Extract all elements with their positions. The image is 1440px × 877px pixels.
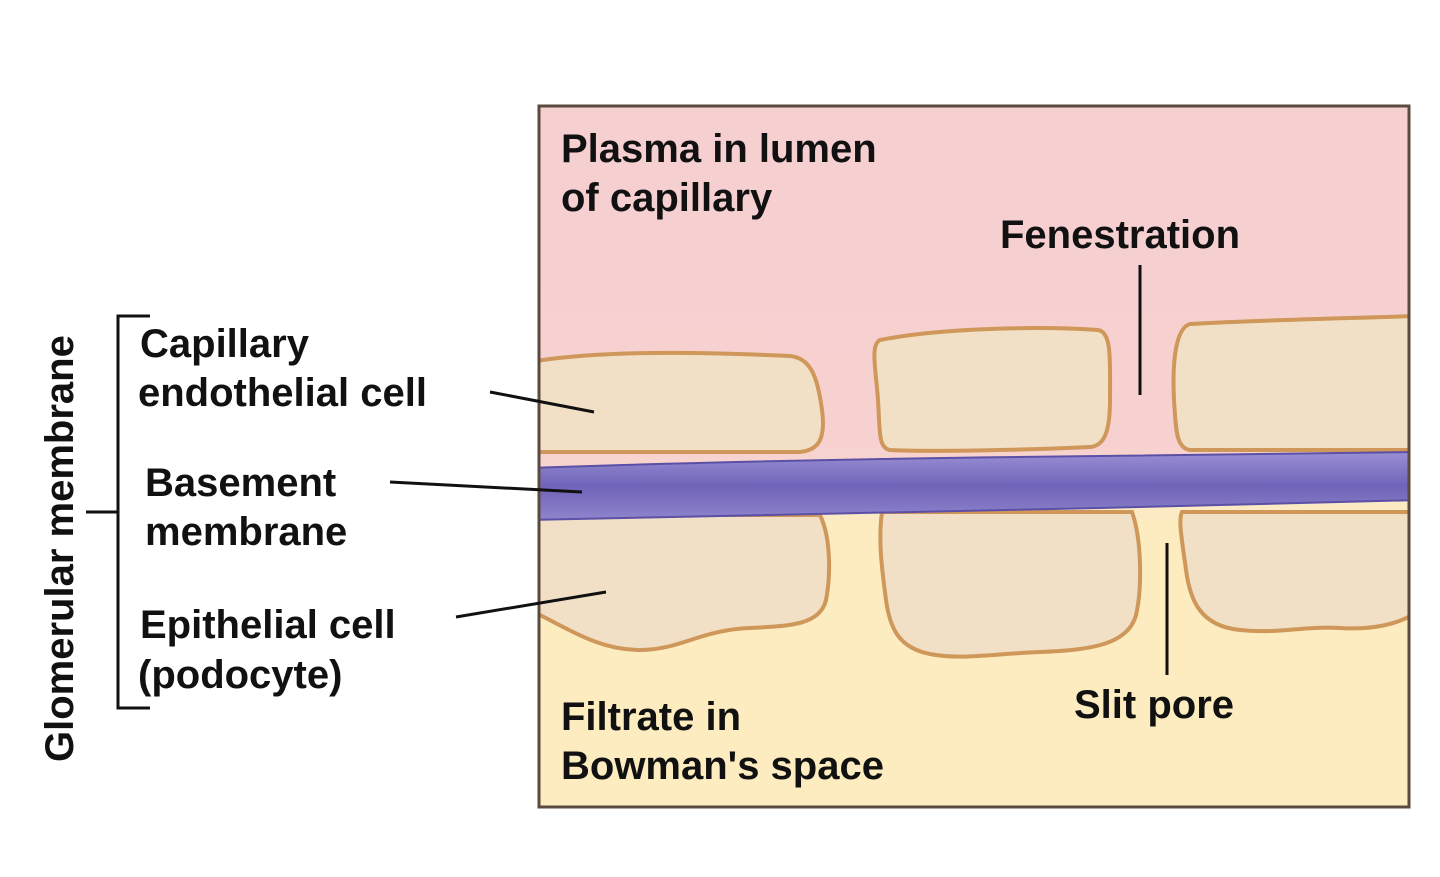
fenestration-label: Fenestration [1000,213,1240,257]
capillary-leader-line [489,390,595,414]
glomerular-membrane-label: Glomerular membrane [38,335,82,762]
basement-label-line2: membrane [145,510,347,554]
endothelial-cell-middle [872,326,1113,453]
plasma-label-line1: Plasma in lumen [561,127,877,171]
basement-membrane-band [539,451,1409,521]
epithelial-label-line1: Epithelial cell [140,603,396,647]
endothelial-cell-right [1171,314,1409,452]
panel-frame [537,104,1411,809]
plasma-label-line2: of capillary [561,176,773,220]
slit-pore-label: Slit pore [1074,683,1234,727]
podocyte-cell-middle [878,510,1143,659]
epithelial-label-line2: (podocyte) [138,653,342,697]
filtrate-label-line1: Filtrate in [561,695,741,739]
capillary-label-line2: endothelial cell [138,371,427,415]
basement-leader-line [389,480,583,494]
capillary-label-line1: Capillary [140,322,310,366]
cross-section-panel [539,106,1409,807]
filtrate-label-line2: Bowman's space [561,744,884,788]
podocyte-cell-right [1178,510,1409,634]
podocyte-cell-left [539,513,832,653]
epithelial-leader-line [455,590,607,619]
endothelial-cell-left [539,350,825,454]
basement-label-line1: Basement [145,461,336,505]
